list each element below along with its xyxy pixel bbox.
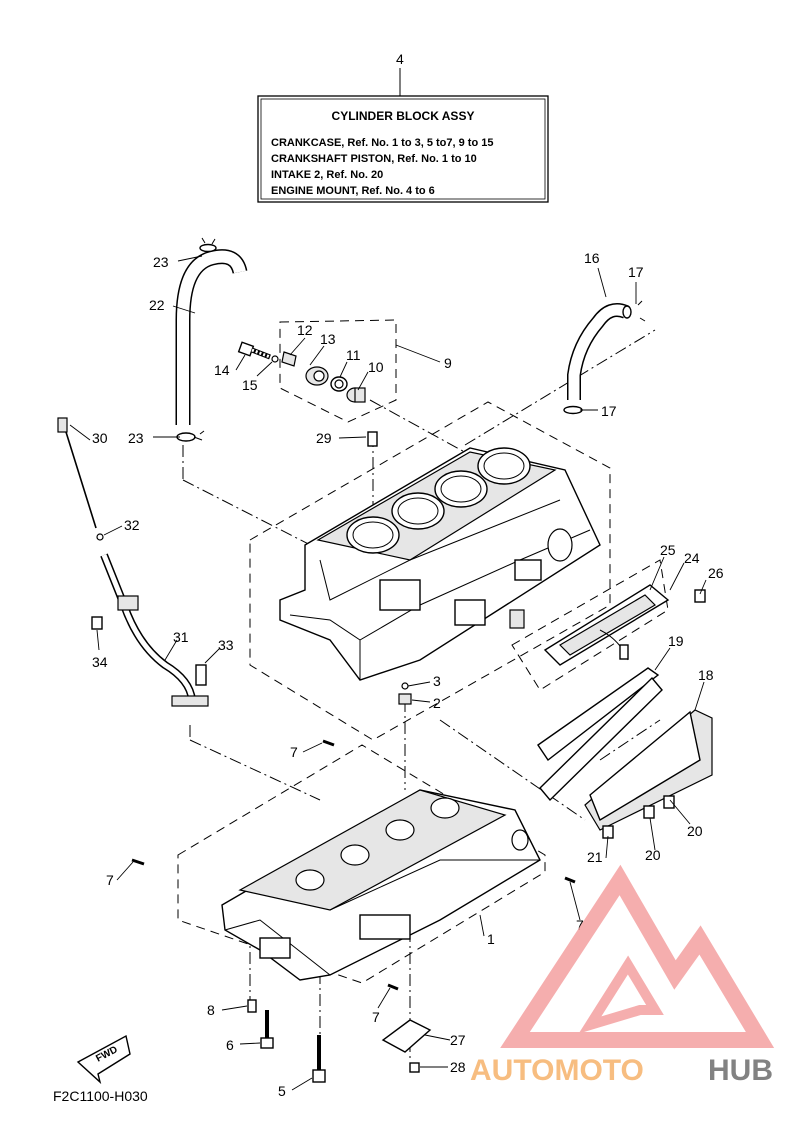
callout: 18 <box>698 667 714 683</box>
callout: 19 <box>668 633 684 649</box>
breather-hose <box>175 237 248 442</box>
cylinder-block <box>279 431 601 681</box>
callout: 34 <box>92 654 108 670</box>
intake-covers <box>537 584 713 839</box>
callout: 12 <box>297 322 313 338</box>
callout: 8 <box>207 1002 215 1018</box>
forward-arrow-icon: FWD <box>76 1034 131 1085</box>
cap-assembly-parts <box>237 341 366 403</box>
watermark-triangle-icon <box>500 864 775 1048</box>
watermark-logo: AUTOMOTO HUB <box>470 864 775 1087</box>
callout: 24 <box>684 550 700 566</box>
assembly-line-1: CRANKCASE, Ref. No. 1 to 3, 5 to7, 9 to … <box>271 137 493 149</box>
callout: 7 <box>106 872 114 888</box>
callout: 28 <box>450 1059 466 1075</box>
callout: 11 <box>346 347 361 363</box>
dipstick-assembly <box>57 417 209 707</box>
callout: 25 <box>660 542 676 558</box>
callout: 9 <box>444 355 452 371</box>
leader-lines <box>69 255 707 1091</box>
fasteners <box>131 739 576 1083</box>
callout: 3 <box>433 673 441 689</box>
alignment-lines <box>182 329 661 1060</box>
callout: 20 <box>687 823 703 839</box>
callout: 20 <box>645 847 661 863</box>
callout: 6 <box>226 1037 234 1053</box>
assembly-line-3: INTAKE 2, Ref. No. 20 <box>271 169 383 181</box>
group-outlines <box>177 319 669 984</box>
callout: 27 <box>450 1032 466 1048</box>
callout: 17 <box>628 264 644 280</box>
assembly-ref-number: 4 <box>396 51 404 67</box>
callout: 17 <box>601 403 617 419</box>
watermark-text-b: HUB <box>708 1054 773 1087</box>
callout: 7 <box>576 917 584 933</box>
callout: 26 <box>708 565 724 581</box>
callout: 31 <box>173 629 189 645</box>
callout: 10 <box>368 359 384 375</box>
callout: 7 <box>290 744 298 760</box>
callout: 14 <box>214 362 230 378</box>
callout: 15 <box>242 377 258 393</box>
callout: 5 <box>278 1083 286 1099</box>
callout: 13 <box>320 331 336 347</box>
callout: 7 <box>372 1009 380 1025</box>
callout: 32 <box>124 517 140 533</box>
assembly-line-4: ENGINE MOUNT, Ref. No. 4 to 6 <box>271 185 435 197</box>
callout: 2 <box>433 695 441 711</box>
callout: 21 <box>587 849 603 865</box>
callout: 33 <box>218 637 234 653</box>
callout: 16 <box>584 250 600 266</box>
callout: 30 <box>92 430 108 446</box>
watermark-text-a: AUTOMOTO <box>470 1054 644 1087</box>
water-hose <box>563 300 646 415</box>
callout: 22 <box>149 297 165 313</box>
callout: 29 <box>316 430 332 446</box>
callout: 23 <box>128 430 144 446</box>
assembly-line-2: CRANKSHAFT PISTON, Ref. No. 1 to 10 <box>271 153 477 165</box>
assembly-info-box: 4 CYLINDER BLOCK ASSY CRANKCASE, Ref. No… <box>257 51 549 203</box>
callout: 1 <box>487 931 495 947</box>
callout: 23 <box>153 254 169 270</box>
crankcase <box>221 789 541 981</box>
assembly-title: CYLINDER BLOCK ASSY <box>332 109 475 123</box>
callout-numbers: 23 22 16 17 12 13 14 15 11 10 9 29 23 30… <box>92 250 724 1099</box>
drawing-code: F2C1100-H030 <box>53 1088 148 1104</box>
